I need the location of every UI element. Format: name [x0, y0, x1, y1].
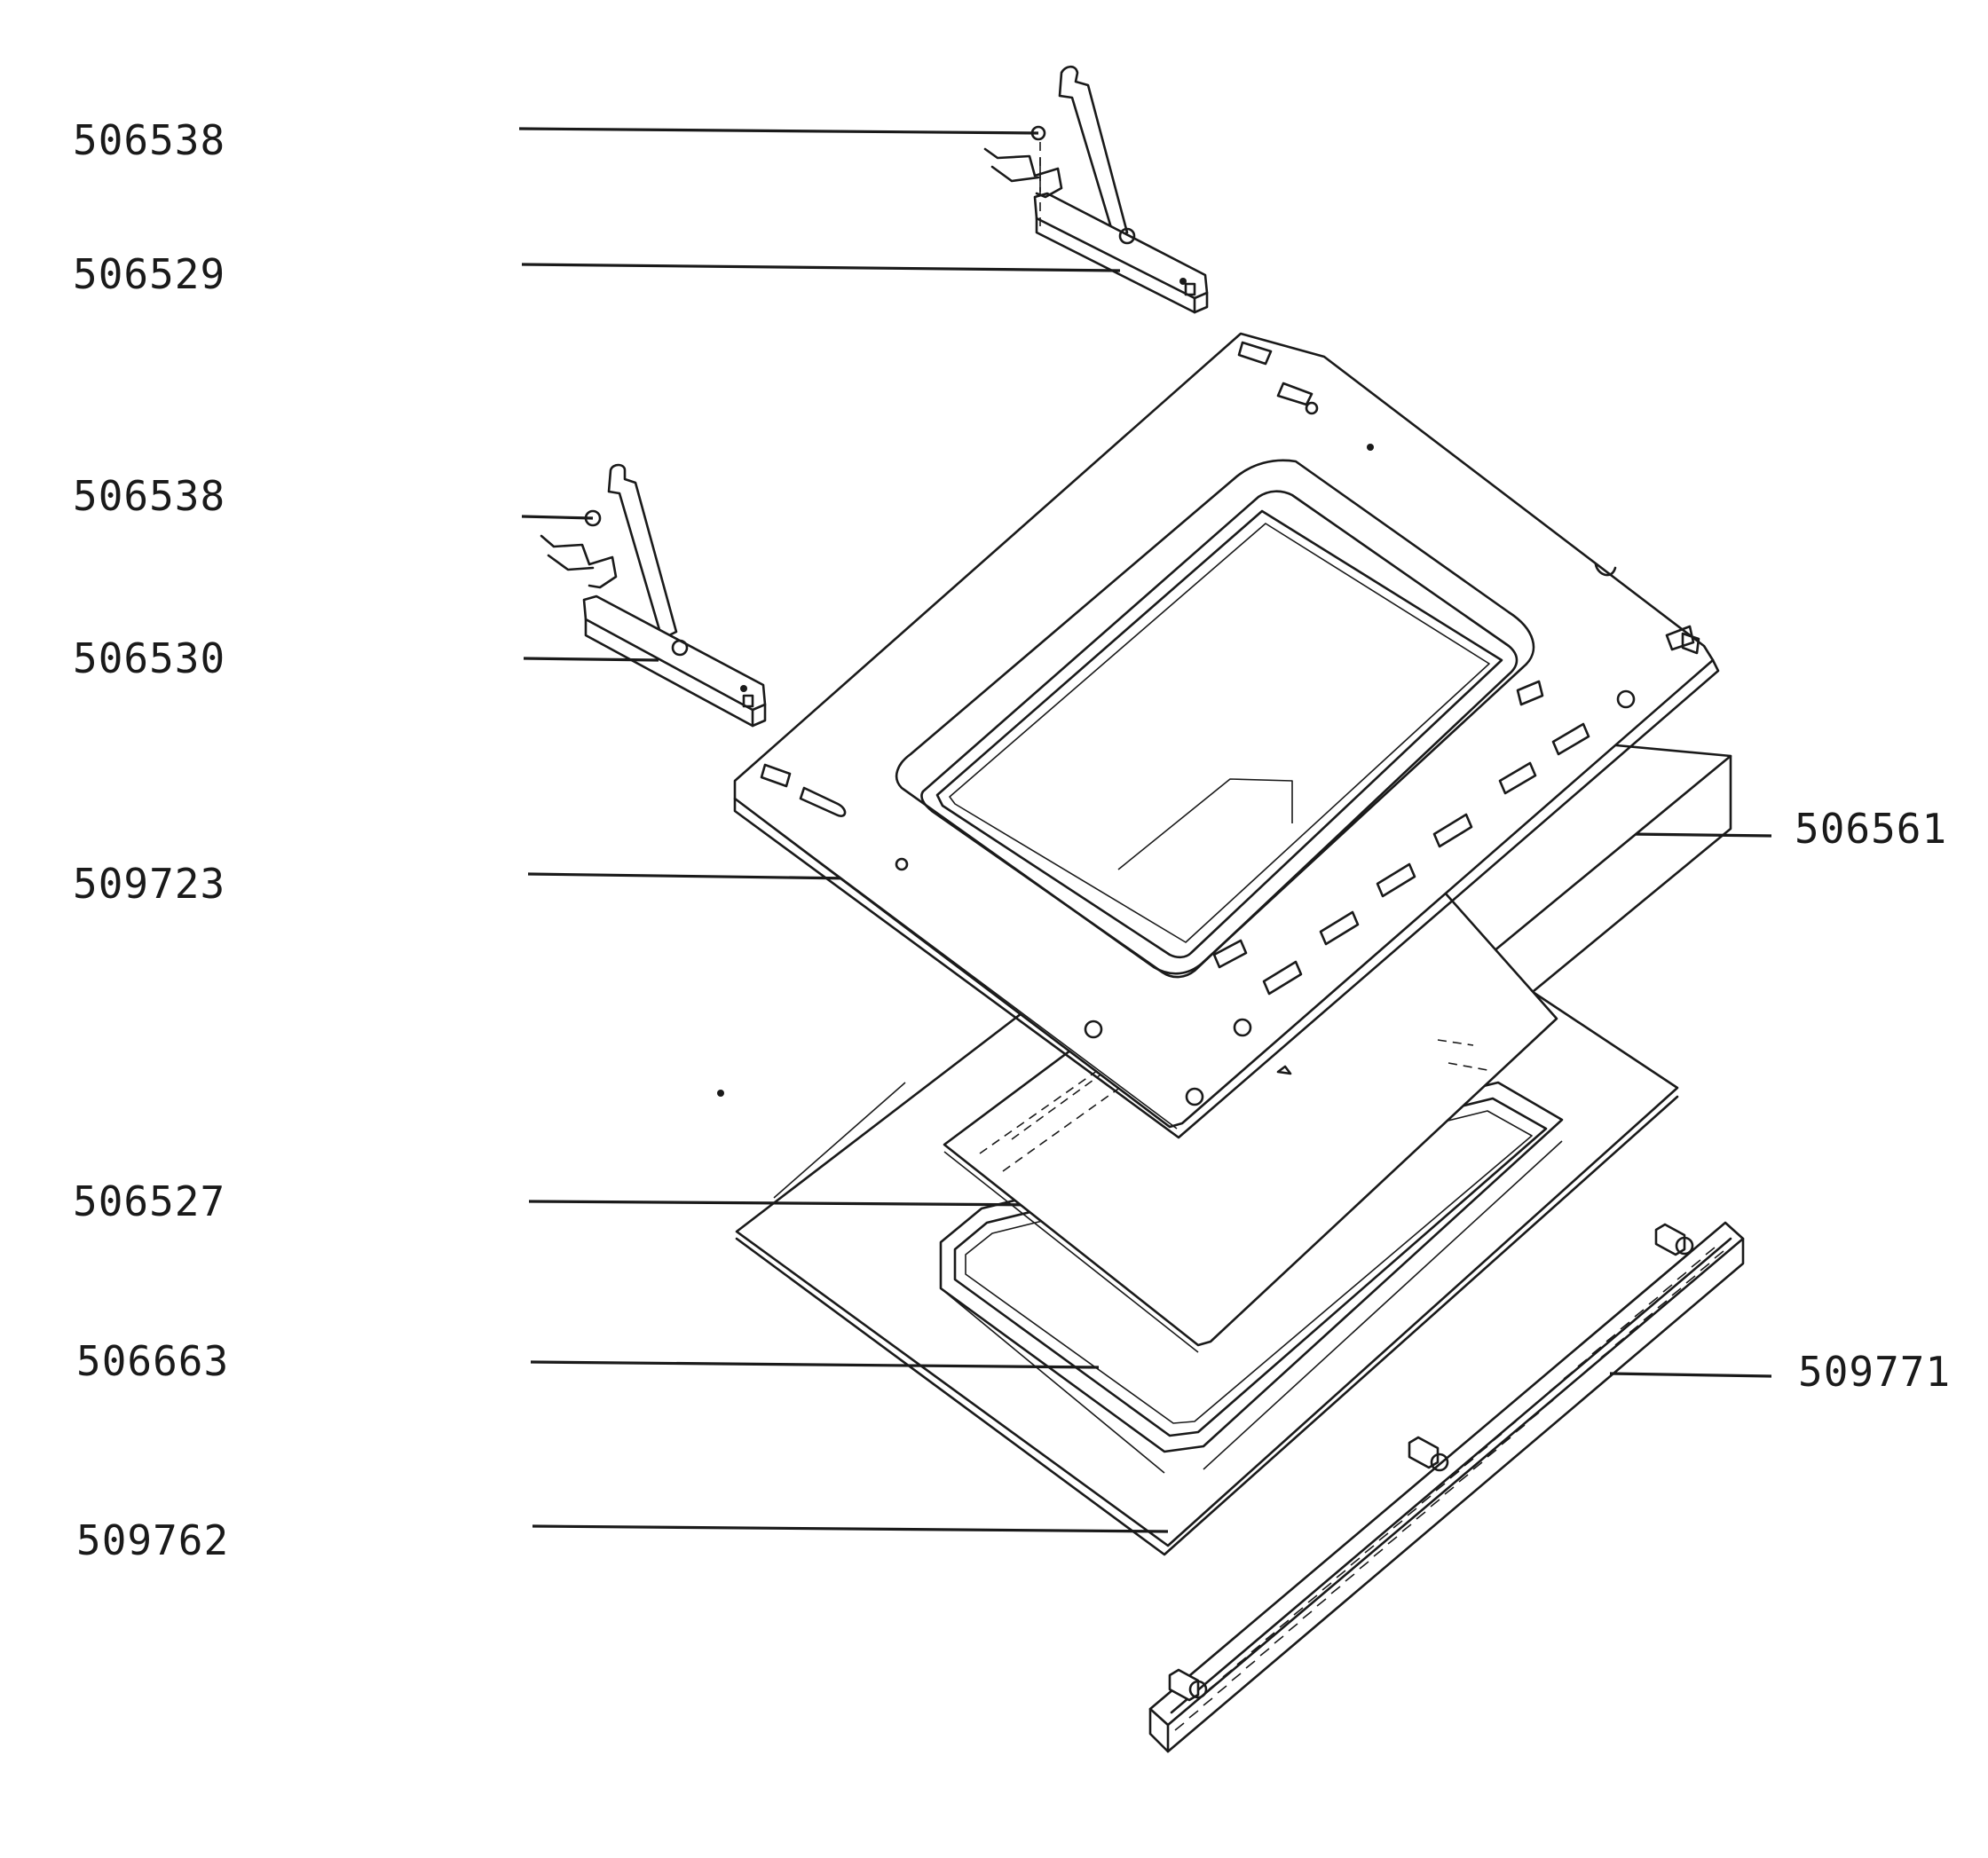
label-hinge-screw-upper: 506538	[73, 116, 225, 164]
ventilation-trim-drawing	[1148, 1221, 1745, 1753]
leader-door-seal	[530, 1360, 1100, 1369]
label-hinge-screw-lower: 506538	[73, 472, 225, 520]
leader-ventilation-trim	[1609, 1372, 1772, 1378]
label-inner-glass: 506527	[73, 1177, 225, 1225]
label-outer-glass: 509762	[76, 1516, 229, 1564]
hinge-right-drawing	[983, 65, 1209, 314]
label-ventilation-trim: 509771	[1798, 1348, 1951, 1396]
leader-inner-glass	[528, 1200, 1048, 1207]
leader-hinge-screw-upper	[518, 127, 1039, 135]
label-hinge-right: 506529	[73, 250, 225, 298]
hinge-left-drawing	[540, 463, 767, 728]
label-hinge-left: 506530	[73, 634, 225, 682]
leader-outer-glass	[532, 1524, 1169, 1533]
leader-door-frame	[527, 872, 853, 880]
leader-hinge-right	[521, 263, 1121, 272]
leader-lines	[518, 127, 1772, 1533]
leader-glass-support	[1629, 832, 1772, 838]
stray-dot	[717, 1090, 724, 1097]
label-door-frame: 509723	[73, 860, 225, 908]
door-frame-drawing	[733, 332, 1720, 1139]
leader-hinge-screw-lower	[521, 515, 594, 520]
label-door-seal: 506663	[76, 1337, 229, 1385]
leader-hinge-left	[523, 657, 659, 662]
label-glass-support: 506561	[1795, 805, 1947, 853]
